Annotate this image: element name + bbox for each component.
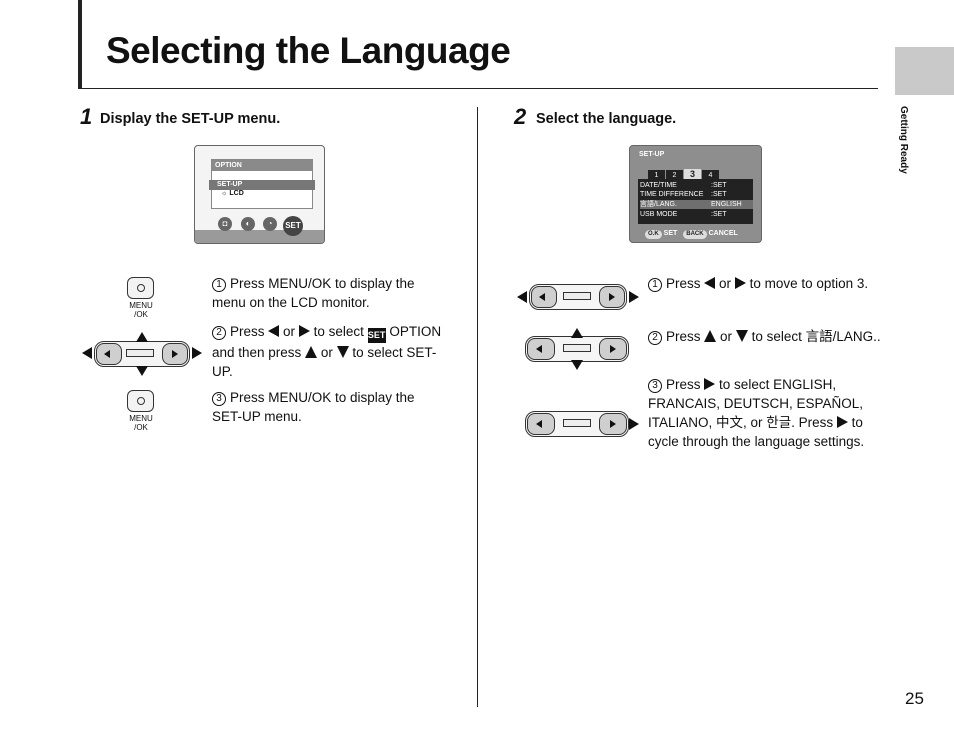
setup-tab-2: 2: [666, 170, 683, 181]
menu-ok-label: MENU/OK: [129, 414, 153, 432]
dpad-up-down: [525, 328, 631, 370]
arrow-right-icon: [629, 418, 639, 430]
right-chevron-icon: [609, 293, 615, 301]
flash-icon: ◐: [241, 217, 255, 231]
left-chevron-icon: [539, 293, 545, 301]
column-divider: [477, 107, 478, 707]
arrow-down-icon: [136, 366, 148, 376]
back-pill: BACK: [683, 230, 707, 239]
lcd-bottom-bar: [195, 230, 324, 243]
step-1-number: 1: [80, 104, 93, 129]
dpad-left-right-up-down: [82, 332, 202, 376]
setup-row-usb-mode: USB MODE:SET: [640, 211, 727, 218]
title-rule: [78, 88, 878, 89]
down-arrow-icon: [336, 346, 349, 358]
setup-row-date-time: DATE/TIME:SET: [640, 182, 727, 189]
step-2-heading: Select the language.: [536, 111, 677, 127]
dpad-right: [525, 410, 641, 438]
setup-row-language: 言語/LANG.ENGLISH: [640, 200, 753, 209]
dpad-left-right: [517, 283, 641, 311]
arrow-up-icon: [136, 332, 148, 342]
ok-pill: O.K: [645, 230, 662, 239]
setup-menu-list: DATE/TIME:SET TIME DIFFERENCE:SET 言語/LAN…: [638, 179, 753, 224]
menu-ok-button-face: [127, 277, 154, 299]
set-icon: SET: [367, 328, 386, 343]
up-arrow-icon: [305, 346, 318, 358]
option-header: OPTION: [212, 160, 312, 171]
dpad-center: [563, 292, 591, 300]
left-chevron-icon: [104, 350, 110, 358]
left-chevron-icon: [536, 420, 542, 428]
menu-ok-button-2: MENU/OK: [127, 390, 157, 436]
right-chevron-icon: [610, 420, 616, 428]
down-arrow-icon: [735, 330, 748, 342]
page-number: 25: [905, 689, 924, 708]
setup-header: SET-UP: [639, 151, 665, 158]
arrow-right-icon: [192, 347, 202, 359]
left-arrow-icon: [268, 325, 280, 337]
step-1-heading: Display the SET-UP menu.: [100, 111, 281, 127]
right-arrow-icon: [704, 378, 716, 390]
arrow-down-icon: [571, 360, 583, 370]
menu-ok-label: MENU/OK: [129, 301, 153, 319]
timer-icon: ◔: [263, 217, 277, 231]
camera-icon: ◘: [218, 217, 232, 231]
setup-tab-4: 4: [702, 170, 719, 181]
menu-ok-button-face: [127, 390, 154, 412]
setup-row-time-difference: TIME DIFFERENCE:SET: [640, 191, 727, 198]
set-icon: SET: [283, 216, 303, 236]
right-arrow-icon: [734, 277, 746, 289]
right-arrow-icon: [836, 416, 848, 428]
up-arrow-icon: [704, 330, 717, 342]
arrow-left-icon: [517, 291, 527, 303]
section-tab: [895, 47, 954, 95]
dpad-center: [563, 344, 591, 352]
lcd-sub-item: ☼ LCD: [221, 190, 244, 197]
right-arrow-icon: [298, 325, 310, 337]
left-chevron-icon: [536, 345, 542, 353]
dpad-center: [563, 419, 591, 427]
step-2-number: 2: [514, 104, 527, 129]
section-label: Getting Ready: [898, 106, 909, 174]
title-bar-accent: [78, 0, 82, 88]
setup-tab-3: 3: [684, 169, 701, 180]
setup-highlight: SET-UP: [209, 180, 315, 190]
arrow-right-icon: [629, 291, 639, 303]
page-title: Selecting the Language: [106, 30, 511, 71]
right-chevron-icon: [172, 350, 178, 358]
arrow-up-icon: [571, 328, 583, 338]
right-chevron-icon: [610, 345, 616, 353]
left-arrow-icon: [704, 277, 716, 289]
setup-tab-1: 1: [648, 170, 665, 181]
menu-ok-button-1: MENU/OK: [127, 277, 157, 323]
arrow-left-icon: [82, 347, 92, 359]
lcd-option-menu: OPTION SET-UP ☼ LCD ◘ ◐ ◔ SET: [194, 145, 325, 244]
dpad-center: [126, 349, 154, 357]
